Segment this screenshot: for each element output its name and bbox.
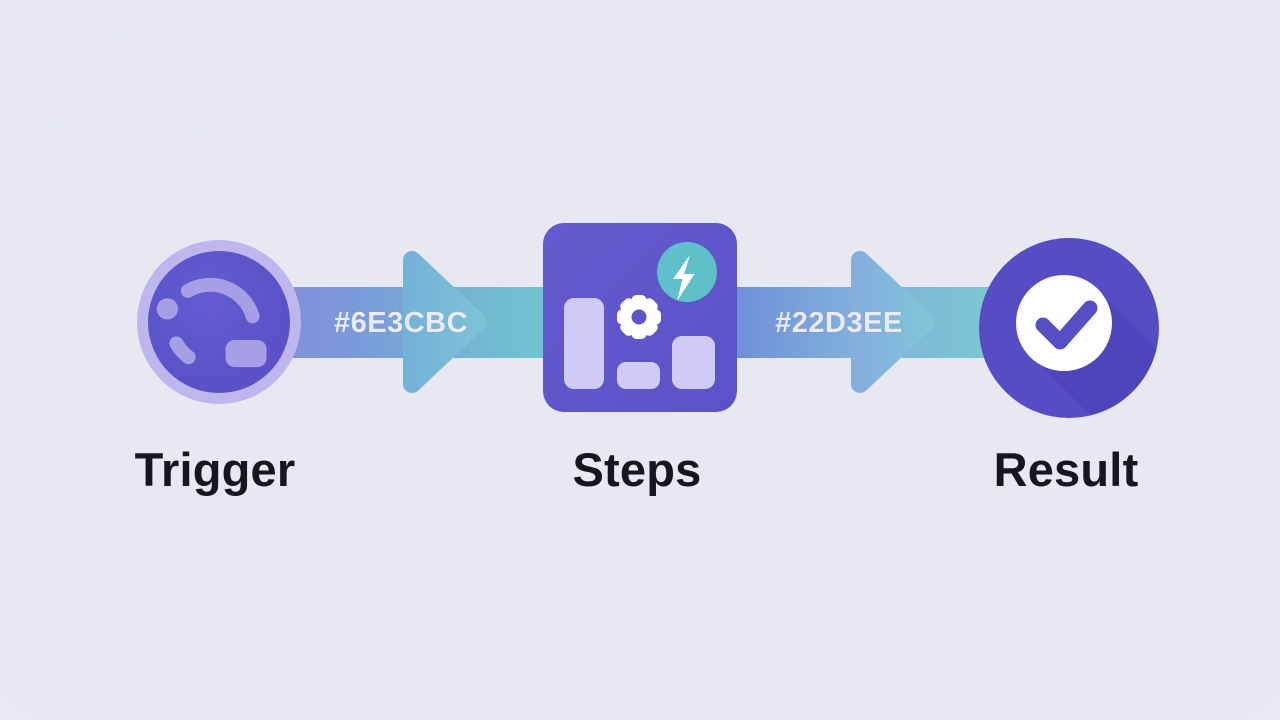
trigger-label: Trigger — [134, 443, 296, 496]
connector-color-label: #22D3EE — [775, 307, 903, 339]
arrowhead-icon — [851, 251, 935, 393]
lightning-badge — [657, 242, 717, 302]
grain-overlay — [0, 0, 300, 150]
arrowhead-icon — [403, 251, 487, 393]
dial-icon — [156, 277, 267, 368]
lightning-icon — [673, 255, 695, 301]
node-trigger — [137, 240, 301, 404]
node-result — [979, 238, 1159, 418]
result-label: Result — [993, 443, 1139, 496]
steps-label: Steps — [572, 443, 702, 496]
trigger-circle — [148, 251, 290, 393]
connector-color-label: #6E3CBC — [333, 307, 469, 339]
bar-chart-icon — [564, 298, 715, 389]
node-steps — [543, 223, 737, 412]
check-icon — [979, 238, 1159, 418]
gear-icon — [617, 295, 661, 339]
